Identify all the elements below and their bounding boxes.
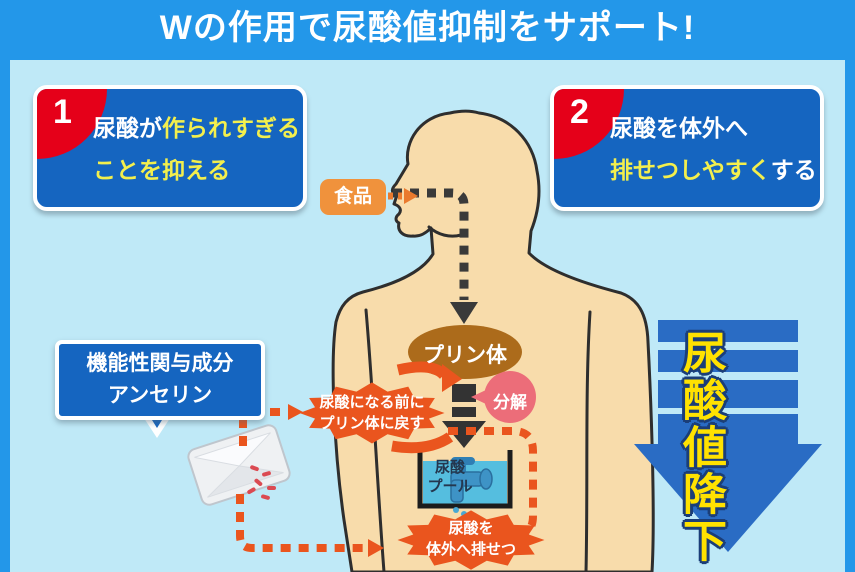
burst-before-line1: 尿酸になる前に	[319, 394, 425, 411]
ingredient-box: 機能性関与成分 アンセリン	[55, 340, 265, 420]
food-label: 食品	[320, 179, 386, 215]
ingredient-line1: 機能性関与成分	[86, 352, 234, 375]
food-intake-dotted-path	[342, 188, 478, 324]
point-box-2: 2 尿酸を体外へ 排せつしやすくする	[550, 85, 824, 211]
header-title: Wの作用で尿酸値抑制をサポート!	[159, 9, 696, 47]
point-box-1: 1 尿酸が作られすぎる ことを抑える	[33, 85, 307, 211]
result-arrow-label: 尿酸値降下	[676, 330, 725, 565]
revert-purine-arrows	[391, 361, 462, 454]
burst-excrete-line2: 体外へ排せつ	[425, 541, 516, 558]
food-to-mouth-arrow	[388, 188, 418, 204]
pool-label-line2: プール	[427, 478, 473, 495]
purine-label: プリン体	[423, 344, 507, 367]
point-1-number: 1	[53, 93, 72, 131]
point-2-text-highlight: 排せつしやすく	[610, 157, 771, 183]
point-1-text: 尿酸が作られすぎる ことを抑える	[93, 107, 300, 191]
point-2-text: 尿酸を体外へ 排せつしやすくする	[610, 107, 817, 191]
decompose-label: 分解	[493, 393, 527, 412]
uric-acid-pool-label: 尿酸 プール	[421, 458, 479, 496]
result-down-arrow	[634, 320, 822, 552]
ingredient-line2: アンセリン	[107, 384, 213, 407]
burst-before-line2: プリン体に戻す	[319, 415, 425, 432]
point-2-number: 2	[570, 93, 589, 131]
decompose-bubble	[471, 371, 536, 423]
supplement-packet-icon	[187, 424, 291, 506]
point-1-text-line2: ことを抑える	[93, 157, 231, 183]
point-2-text-line1: 尿酸を体外へ	[610, 115, 748, 141]
burst-excrete-line1: 尿酸を	[448, 520, 494, 537]
packet-to-excretion-dashed-arrow	[236, 494, 384, 557]
point-1-text-white: 尿酸が	[93, 115, 162, 141]
burst-before-text: 尿酸になる前に プリン体に戻す	[300, 392, 444, 434]
point-1-text-highlight: 作られすぎる	[162, 115, 300, 141]
capsules-icon	[247, 465, 276, 500]
point-2-text-white: する	[770, 157, 817, 183]
faucet-icon	[450, 457, 493, 523]
burst-excrete-text: 尿酸を 体外へ排せつ	[400, 518, 542, 560]
pool-label-line1: 尿酸	[434, 459, 465, 476]
